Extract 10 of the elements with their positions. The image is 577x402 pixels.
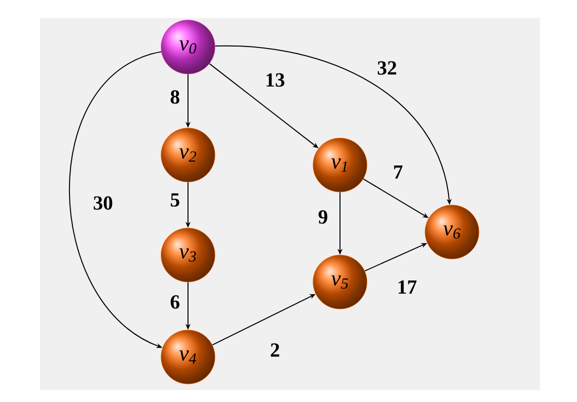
edge-label: 9 xyxy=(318,210,328,224)
edge-label: 6 xyxy=(170,295,180,309)
edge-label: 32 xyxy=(378,61,396,75)
edge-label: 5 xyxy=(170,193,180,207)
edge-label: 13 xyxy=(266,73,284,87)
edge-label: 8 xyxy=(170,90,180,104)
edge-label: 2 xyxy=(270,343,280,357)
edge-label: 7 xyxy=(394,165,402,179)
edge-label: 17 xyxy=(398,280,416,294)
edge-label: 30 xyxy=(94,196,112,210)
